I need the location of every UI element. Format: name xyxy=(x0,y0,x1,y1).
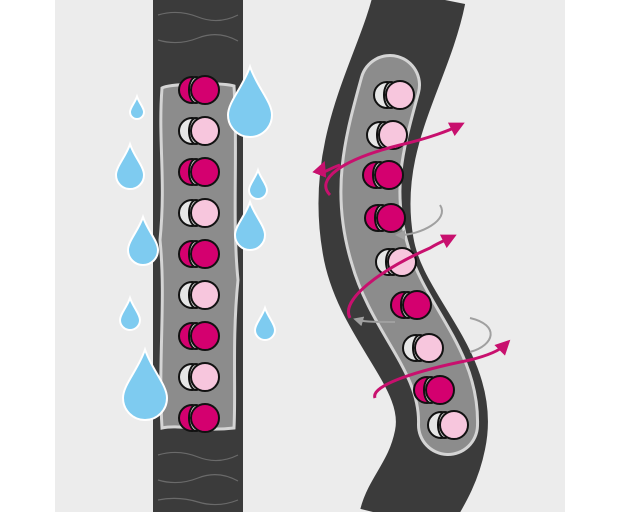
water-drop xyxy=(226,63,274,138)
right-pills xyxy=(362,80,469,440)
pill xyxy=(362,160,404,190)
pill xyxy=(402,333,444,363)
twist-arrow xyxy=(324,122,465,197)
pill xyxy=(178,321,220,351)
twist-arrow xyxy=(373,339,511,399)
twist-arrow xyxy=(347,234,457,319)
pill xyxy=(178,198,220,228)
back-arrow xyxy=(395,204,443,240)
pill xyxy=(373,80,415,110)
pill xyxy=(178,75,220,105)
water-drop xyxy=(114,141,146,190)
pill xyxy=(178,403,220,433)
pill xyxy=(178,280,220,310)
water-drop xyxy=(126,213,160,266)
pill xyxy=(178,239,220,269)
left-pills xyxy=(178,75,220,433)
water-drops xyxy=(114,63,277,421)
pill xyxy=(178,362,220,392)
pill xyxy=(413,375,455,405)
water-drop xyxy=(233,198,267,251)
water-drop xyxy=(128,93,146,120)
pill xyxy=(366,120,408,150)
pill xyxy=(364,203,406,233)
pill xyxy=(390,290,432,320)
water-drop xyxy=(121,346,169,421)
water-drop xyxy=(253,304,277,341)
twist-arrows xyxy=(312,122,511,399)
pill xyxy=(375,247,417,277)
pill xyxy=(178,116,220,146)
pill xyxy=(178,157,220,187)
back-arrow xyxy=(469,317,492,353)
water-drop xyxy=(118,294,142,331)
back-arrow xyxy=(353,316,396,327)
water-drop xyxy=(247,167,269,200)
pill xyxy=(427,410,469,440)
